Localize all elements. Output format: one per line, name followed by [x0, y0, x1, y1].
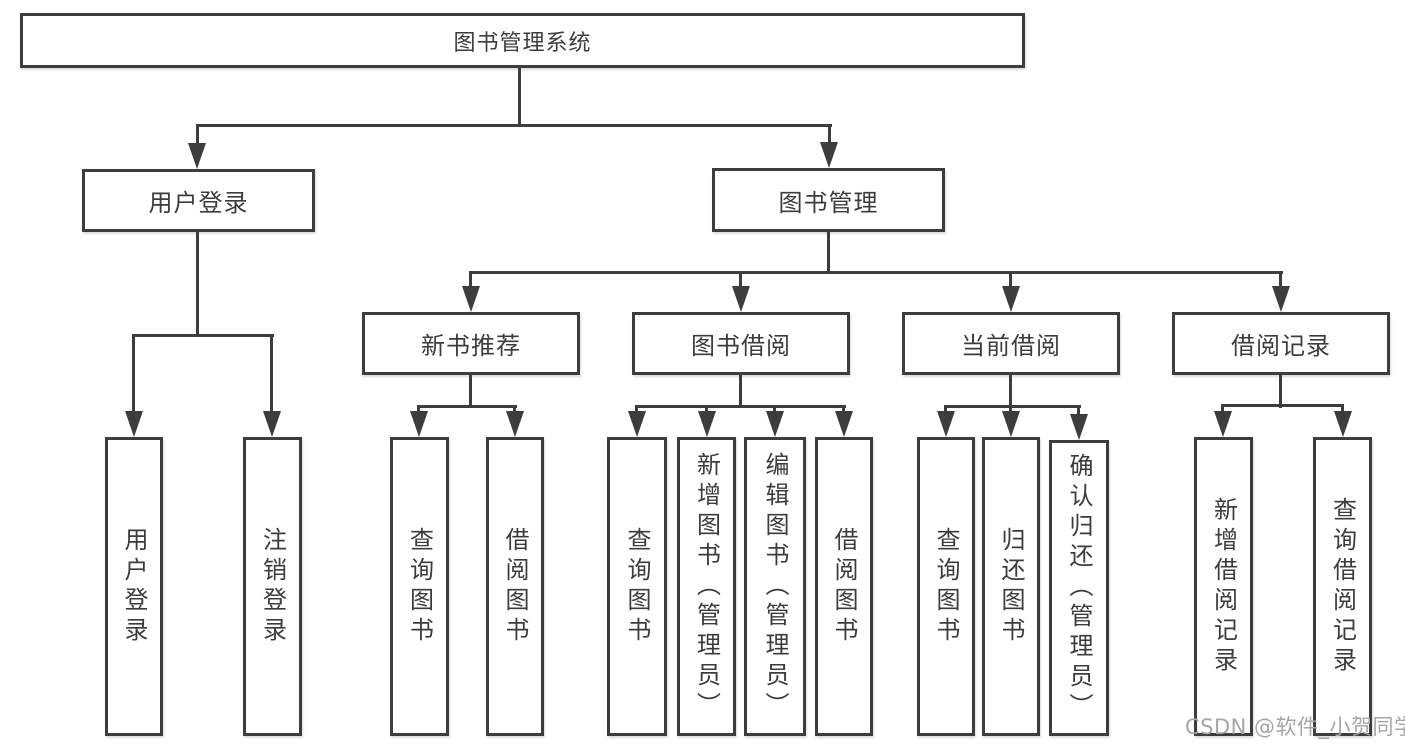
connector-line	[1009, 271, 1012, 288]
leaf-user-login: 用户登录	[105, 437, 163, 736]
connector-line	[705, 405, 708, 414]
connector-line	[842, 405, 845, 414]
arrow-down-icon	[125, 411, 143, 437]
leaf-edit-books-admin: 编辑图书（管理员）	[744, 437, 806, 736]
arrow-down-icon	[1070, 414, 1088, 440]
connector-line	[417, 405, 517, 408]
leaf-query-books-recommend: 查询图书	[390, 437, 449, 736]
connector-line	[270, 334, 273, 413]
node-borrowing-records: 借阅记录	[1172, 312, 1390, 375]
connector-line	[518, 67, 521, 126]
connector-line	[635, 405, 846, 408]
arrow-down-icon	[188, 143, 206, 169]
node-library-management-system: 图书管理系统	[20, 13, 1025, 68]
arrow-down-icon	[628, 411, 646, 437]
connector-line	[196, 124, 832, 127]
node-user-login: 用户登录	[82, 169, 315, 232]
arrow-down-icon	[835, 411, 853, 437]
leaf-borrow-books-recommend: 借阅图书	[486, 437, 544, 736]
node-current-borrowing: 当前借阅	[902, 312, 1120, 375]
connector-line	[944, 405, 947, 414]
connector-line	[132, 334, 135, 413]
connector-line	[773, 405, 776, 414]
connector-line	[469, 374, 472, 408]
arrow-down-icon	[766, 411, 784, 437]
connector-line	[469, 271, 1283, 274]
leaf-confirm-return-admin: 确认归还（管理员）	[1049, 440, 1109, 736]
leaf-add-borrow-record: 新增借阅记录	[1194, 437, 1253, 736]
node-book-borrowing: 图书借阅	[632, 312, 850, 375]
connector-line	[132, 334, 274, 337]
leaf-query-borrow-record: 查询借阅记录	[1313, 437, 1372, 736]
connector-line	[1009, 374, 1012, 408]
arrow-down-icon	[1334, 411, 1352, 437]
leaf-logout: 注销登录	[243, 437, 302, 736]
arrow-down-icon	[1002, 411, 1020, 437]
connector-line	[739, 374, 742, 408]
leaf-add-books-admin: 新增图书（管理员）	[677, 437, 736, 736]
node-book-management: 图书管理	[712, 168, 945, 232]
connector-line	[1341, 404, 1344, 414]
connector-line	[1077, 405, 1080, 417]
connector-line	[739, 271, 742, 288]
connector-line	[1221, 404, 1344, 407]
csdn-watermark: CSDN @软件_小贺同学	[1185, 715, 1405, 739]
leaf-return-books: 归还图书	[982, 437, 1040, 736]
arrow-down-icon	[1272, 286, 1290, 312]
arrow-down-icon	[820, 142, 838, 168]
node-new-book-recommendation: 新书推荐	[362, 312, 580, 375]
connector-line	[827, 231, 830, 274]
connector-line	[635, 405, 638, 414]
connector-line	[417, 405, 420, 414]
arrow-down-icon	[937, 411, 955, 437]
arrow-down-icon	[1214, 411, 1232, 437]
connector-line	[1221, 404, 1224, 414]
connector-line	[1279, 271, 1282, 288]
connector-line	[469, 271, 472, 288]
arrow-down-icon	[1002, 286, 1020, 312]
arrow-down-icon	[732, 286, 750, 312]
connector-line	[1009, 405, 1012, 414]
connector-line	[944, 405, 1081, 408]
connector-line	[828, 124, 831, 146]
arrow-down-icon	[410, 411, 428, 437]
leaf-query-books-borrowing: 查询图书	[607, 437, 667, 736]
leaf-borrow-books-borrowing: 借阅图书	[815, 437, 873, 736]
arrow-down-icon	[698, 411, 716, 437]
arrow-down-icon	[462, 286, 480, 312]
connector-line	[513, 405, 516, 414]
connector-line	[196, 231, 199, 337]
arrow-down-icon	[506, 411, 524, 437]
connector-line	[196, 124, 199, 146]
leaf-query-books-current: 查询图书	[917, 437, 975, 736]
arrow-down-icon	[263, 411, 281, 437]
connector-line	[1279, 374, 1282, 408]
